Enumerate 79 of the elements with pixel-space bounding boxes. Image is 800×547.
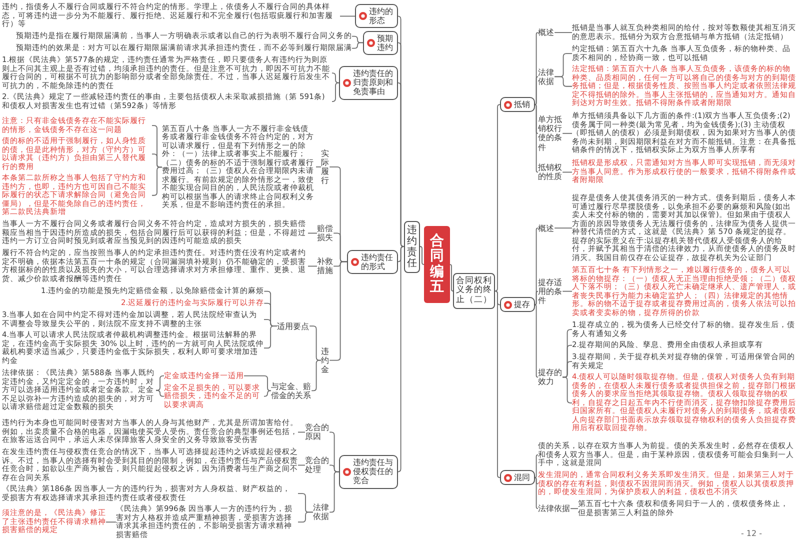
branch-label: 竞合的处理 bbox=[305, 456, 330, 474]
branch-label: 赔偿损失 bbox=[317, 224, 334, 242]
topic-label: 提存 bbox=[514, 300, 531, 310]
topic-box bbox=[339, 66, 398, 100]
topic-box bbox=[363, 30, 398, 55]
connector-line bbox=[420, 246, 424, 265]
branch-label: 与定金、赔偿金的关系 bbox=[271, 382, 312, 400]
topic-box bbox=[500, 97, 535, 112]
connector-line bbox=[352, 36, 364, 44]
connector-line bbox=[308, 232, 318, 234]
connector-line bbox=[534, 454, 538, 478]
branch-topic: 合同权利义务的终止（二） bbox=[453, 273, 495, 310]
connector-line bbox=[340, 16, 356, 17]
branch-label: 抵销权的性质 bbox=[538, 163, 563, 182]
connector-line bbox=[298, 512, 314, 523]
branch-label: 提存适用的条件 bbox=[538, 278, 563, 306]
page-number: - 12 - bbox=[741, 529, 762, 539]
connector-line bbox=[534, 304, 538, 378]
connector-line bbox=[156, 375, 164, 391]
connector-line bbox=[329, 464, 340, 472]
topic-box bbox=[500, 297, 535, 312]
topic-box bbox=[355, 4, 398, 28]
connector-line bbox=[244, 375, 272, 392]
branch-label: 法律依据 bbox=[538, 68, 555, 86]
connector-line bbox=[156, 390, 164, 397]
connector-line bbox=[308, 266, 318, 267]
branch-label: 法律依据 bbox=[313, 503, 330, 522]
branch-label: 单方抵销权行使的条件 bbox=[538, 115, 563, 152]
connector-line bbox=[450, 264, 454, 292]
topic-label: 混同 bbox=[514, 473, 531, 482]
topic-box bbox=[339, 455, 398, 489]
connector-line bbox=[570, 508, 578, 510]
branch-label: 概述 bbox=[538, 28, 555, 38]
topic-box bbox=[500, 470, 535, 486]
branch-label: 补救措施 bbox=[317, 257, 334, 276]
topic-label: 违约责任的形式 bbox=[361, 252, 394, 271]
connector-line bbox=[554, 228, 572, 229]
topic-label: 预期违约 bbox=[377, 34, 394, 52]
connector-line bbox=[494, 290, 500, 478]
connector-line bbox=[562, 132, 572, 134]
branch-label: 法律依据 bbox=[538, 504, 571, 514]
branch-label: 实际履行 bbox=[321, 148, 330, 186]
connector-line bbox=[329, 471, 340, 513]
connector-line bbox=[397, 82, 404, 247]
connector-line bbox=[554, 32, 572, 34]
connector-line bbox=[352, 42, 364, 49]
connector-line bbox=[329, 261, 348, 361]
connector-line bbox=[397, 246, 404, 472]
root-topic: 合同编五 bbox=[424, 226, 450, 304]
connector-line bbox=[298, 432, 306, 433]
connector-line bbox=[311, 360, 322, 392]
connector-line bbox=[106, 522, 116, 523]
connector-line bbox=[332, 72, 340, 84]
connector-line bbox=[534, 477, 538, 510]
topic-label: 违约责任的归责原则和免责事由 bbox=[353, 69, 394, 97]
branch-topic: 违约责任 bbox=[404, 220, 420, 272]
connector-line bbox=[332, 82, 340, 102]
branch-label: 概述 bbox=[538, 224, 555, 233]
connector-line bbox=[562, 290, 572, 292]
connector-line bbox=[562, 376, 572, 404]
topic-box bbox=[347, 250, 398, 274]
topic-label: 违约责任与侵权责任的竞合 bbox=[353, 458, 394, 486]
topic-label: 抵销 bbox=[514, 100, 531, 110]
connector-line bbox=[562, 361, 572, 378]
branch-label: 适用要点 bbox=[277, 322, 310, 331]
topic-label: 违约的形态 bbox=[369, 7, 394, 26]
connector-line bbox=[152, 154, 162, 168]
connector-line bbox=[264, 390, 272, 397]
connector-line bbox=[298, 464, 306, 466]
branch-label: 违约金 bbox=[321, 346, 330, 374]
connector-line bbox=[534, 104, 538, 173]
connector-line bbox=[316, 166, 322, 168]
connector-line bbox=[554, 76, 572, 87]
connector-line bbox=[562, 172, 572, 173]
connector-line bbox=[534, 290, 538, 306]
connector-line bbox=[534, 76, 538, 106]
connector-line bbox=[494, 104, 500, 292]
branch-label: 提存的效力 bbox=[538, 368, 563, 386]
branch-label: 竞合的原因 bbox=[305, 423, 330, 442]
